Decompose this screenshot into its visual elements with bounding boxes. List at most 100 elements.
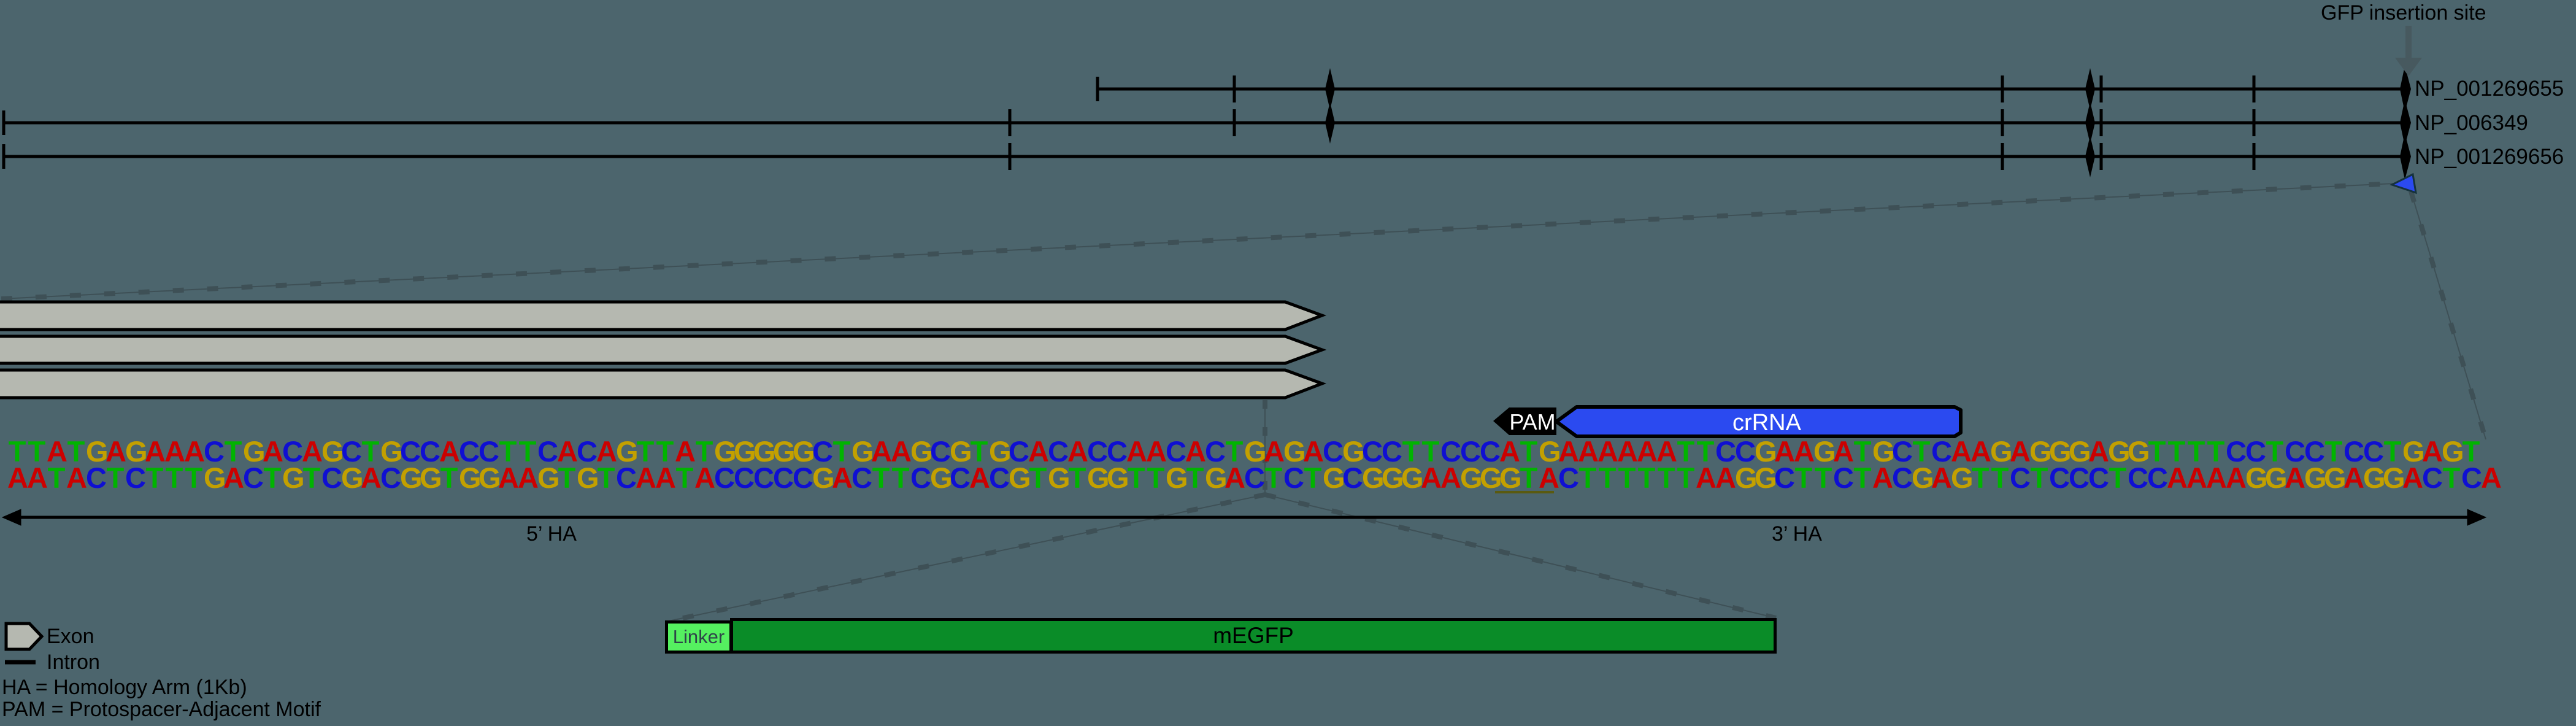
dna-base: T <box>67 435 85 468</box>
dna-base: G <box>400 461 423 494</box>
dna-base: T <box>1029 461 1047 494</box>
dna-base: C <box>243 461 264 494</box>
dna-base: C <box>910 461 931 494</box>
dna-base: A <box>694 461 715 494</box>
dna-base: T <box>1618 461 1636 494</box>
dna-base: C <box>1087 435 1108 468</box>
dna-base: C <box>1342 461 1363 494</box>
dna-base: G <box>2324 461 2347 494</box>
dna-base: T <box>695 435 713 468</box>
dna-base: A <box>557 435 578 468</box>
dna-base: C <box>1715 435 1736 468</box>
dna-base: T <box>636 435 655 468</box>
dna-base: C <box>341 435 362 468</box>
dna-base: C <box>753 461 774 494</box>
dna-base: C <box>2010 461 2031 494</box>
dna-base: T <box>1991 461 2009 494</box>
dna-base: T <box>1677 461 1695 494</box>
dna-base: G <box>1539 435 1561 468</box>
dna-base: G <box>2128 435 2150 468</box>
dna-base: G <box>1087 461 1110 494</box>
dna-base: A <box>2206 461 2227 494</box>
dna-base: G <box>2108 435 2131 468</box>
dna-base: G <box>2363 461 2386 494</box>
dna-base: G <box>616 435 639 468</box>
dna-base: A <box>2186 461 2207 494</box>
dna-base: A <box>1637 435 1658 468</box>
dna-base: C <box>1107 435 1128 468</box>
dna-base: G <box>86 435 109 468</box>
dna-base: A <box>1126 435 1147 468</box>
dna-base: A <box>302 435 323 468</box>
dna-base: A <box>1696 461 1717 494</box>
crrna-site-marker <box>2390 172 2417 195</box>
dna-base: G <box>2383 461 2405 494</box>
dna-base: C <box>793 461 813 494</box>
dna-base: G <box>204 461 226 494</box>
dna-base: A <box>1067 435 1088 468</box>
dna-base: G <box>1872 435 1895 468</box>
dna-base: G <box>577 461 599 494</box>
dna-base: C <box>1892 435 1913 468</box>
dna-base: A <box>145 435 166 468</box>
dna-base: G <box>812 461 835 494</box>
dna-base: T <box>8 435 26 468</box>
dna-base: A <box>1794 435 1815 468</box>
dna-base: C <box>380 461 401 494</box>
dna-base: C <box>1323 435 1344 468</box>
dna-base: C <box>2147 461 2168 494</box>
dna-base: G <box>753 435 776 468</box>
dna-base: A <box>1421 461 1442 494</box>
dna-base: T <box>1264 461 1283 494</box>
dna-base: A <box>1440 461 1461 494</box>
dna-base: T <box>165 461 183 494</box>
dna-base: C <box>1283 461 1304 494</box>
pam-flag: PAM <box>1493 407 1556 435</box>
dna-base: T <box>597 461 615 494</box>
dna-base: T <box>2167 435 2186 468</box>
dna-base: C <box>1009 435 1029 468</box>
dna-base: T <box>1127 461 1145 494</box>
dna-base: T <box>891 461 910 494</box>
exon-lenses <box>1325 66 2411 180</box>
dna-base: A <box>164 435 185 468</box>
dna-base: C <box>930 435 951 468</box>
dna-base: A <box>498 461 519 494</box>
dna-base: G <box>2402 435 2425 468</box>
dna-base: A <box>223 461 244 494</box>
dna-base: G <box>852 435 874 468</box>
dna-base: G <box>2029 435 2052 468</box>
dna-base: A <box>1264 435 1285 468</box>
crrna-label: crRNA <box>1732 410 1802 436</box>
dna-base: A <box>1539 461 1559 494</box>
dna-base: T <box>28 435 46 468</box>
dna-base: C <box>125 461 146 494</box>
dna-base: A <box>675 435 696 468</box>
dna-base: T <box>302 461 321 494</box>
legend-ha-definition: HA = Homology Arm (1Kb) <box>2 676 247 699</box>
dna-base: A <box>106 435 126 468</box>
dna-base: T <box>1971 461 1990 494</box>
linker-box: Linker <box>665 620 732 654</box>
dna-base: A <box>969 461 990 494</box>
dna-base: A <box>1931 461 1952 494</box>
dna-base: T <box>518 435 537 468</box>
dna-base: A <box>1146 435 1167 468</box>
dna-base: C <box>1362 435 1383 468</box>
dna-base: T <box>185 461 203 494</box>
dna-base: C <box>1480 435 1501 468</box>
dna-base: A <box>2226 461 2247 494</box>
dna-base: G <box>420 461 442 494</box>
homology-arm-arrow <box>1 509 2487 526</box>
dna-base: T <box>1677 435 1695 468</box>
dna-base: A <box>636 461 656 494</box>
dna-base: G <box>2265 461 2288 494</box>
dna-base: A <box>1970 435 1991 468</box>
dna-base: G <box>1107 461 1129 494</box>
dna-base: G <box>1166 461 1188 494</box>
dna-base: C <box>1440 435 1461 468</box>
dna-base: G <box>773 435 796 468</box>
dna-base: C <box>1931 435 1952 468</box>
dna-base: T <box>1578 461 1597 494</box>
